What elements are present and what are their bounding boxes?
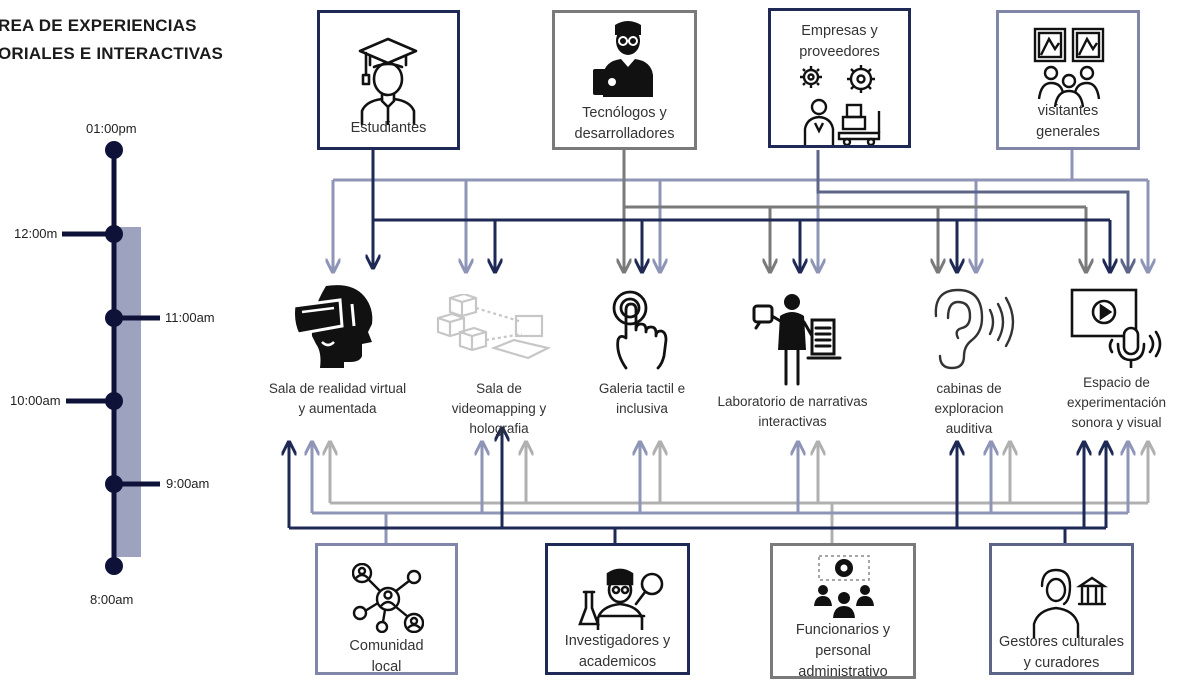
- actor-empresas[interactable]: Empresas y proveedores: [768, 8, 911, 148]
- node-11am: [105, 309, 123, 327]
- node-10am: [105, 392, 123, 410]
- bus-investigadores-gestores: [289, 428, 1106, 545]
- node-1pm: [105, 141, 123, 159]
- ear-sound-icon: [934, 288, 1015, 370]
- actor-label: Tecnólogos y desarrolladores: [574, 105, 675, 142]
- actor-tecnologos[interactable]: Tecnólogos y desarrolladores: [552, 10, 697, 150]
- time-label-9am: 9:00am: [166, 476, 210, 491]
- time-label-11am: 11:00am: [165, 310, 215, 325]
- vr-headset-icon: [292, 285, 373, 368]
- actor-label: Estudiantes: [350, 120, 427, 136]
- projection-mapping-icon: [436, 294, 551, 360]
- time-label-10am: 10:00am: [10, 393, 61, 408]
- bus-empresas: [816, 150, 1128, 272]
- time-label-1pm: 01:00pm: [86, 121, 137, 136]
- developer-laptop-icon: [593, 21, 653, 97]
- researcher-icon: [578, 568, 664, 630]
- community-network-icon: [352, 563, 424, 633]
- bus-visitantes: [333, 150, 1148, 272]
- page-title: REA DE EXPERIENCIAS ORIALES E INTERACTIV…: [0, 12, 223, 68]
- timeline-band: [114, 227, 141, 557]
- timeline-graphic: [62, 141, 160, 575]
- screen-microphone-icon: [1070, 288, 1162, 368]
- actor-label: visitantes generales: [1036, 103, 1100, 140]
- title-line-2: ORIALES E INTERACTIVAS: [0, 44, 224, 63]
- actor-visitantes[interactable]: visitantes generales: [996, 10, 1140, 150]
- storyteller-icon: [752, 294, 842, 386]
- bus-tecnologos: [624, 150, 1086, 272]
- node-12m: [105, 225, 123, 243]
- time-label-12m: 12:00m: [14, 226, 58, 241]
- time-label-8am: 8:00am: [90, 592, 134, 607]
- actor-label: Empresas y proveedores: [799, 23, 880, 60]
- bus-estudiantes: [373, 150, 1110, 272]
- gallery-visitors-icon: [1033, 27, 1105, 107]
- node-8am: [105, 557, 123, 575]
- title-line-1: REA DE EXPERIENCIAS: [0, 16, 197, 35]
- curator-museum-icon: [1032, 568, 1108, 638]
- touch-hand-icon: [612, 290, 668, 370]
- bus-funcionarios: [330, 442, 1148, 545]
- node-9am: [105, 475, 123, 493]
- bus-comunidad: [312, 442, 1128, 545]
- actor-estudiantes[interactable]: Estudiantes: [317, 10, 460, 150]
- industry-gears-icon: [800, 65, 881, 145]
- staff-team-icon: [814, 555, 874, 618]
- graduate-icon: [358, 37, 418, 125]
